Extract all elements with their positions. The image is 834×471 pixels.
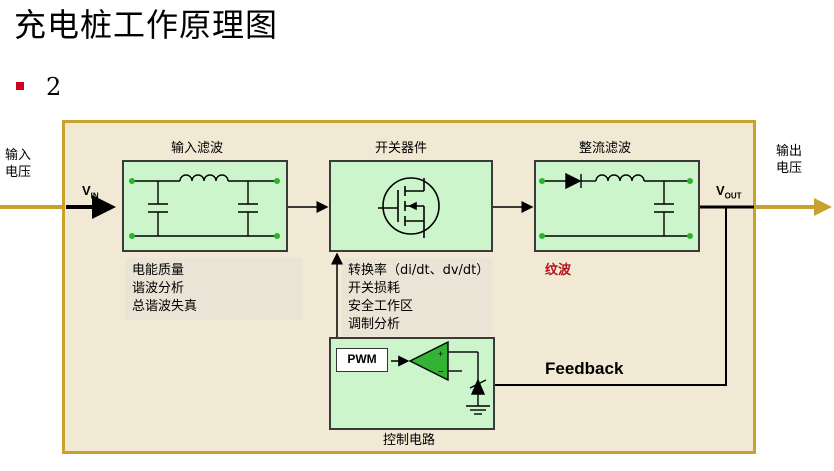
pwm-box: PWM (336, 348, 388, 372)
input-note-power-quality: 电能质量 (132, 263, 185, 278)
switch-notes-pad (342, 258, 492, 336)
output-bus-arrow (755, 198, 832, 216)
output-voltage-label-line1: 输出 (776, 144, 803, 159)
switch-note-soa: 安全工作区 (348, 299, 414, 314)
input-note-thd: 总谐波失真 (132, 299, 198, 314)
switch-note-slew-rate: 转换率（di/dt、dv/dt） (348, 263, 490, 278)
rectifier-circuit (542, 172, 690, 237)
switch-note-modulation: 调制分析 (348, 317, 401, 332)
svg-text:+: + (438, 349, 443, 359)
input-notes-pad (125, 258, 303, 320)
switch-note-switching-loss: 开关损耗 (348, 281, 401, 296)
rectifier-title: 整流滤波 (579, 141, 632, 156)
mosfet-symbol (378, 177, 440, 238)
input-voltage-label-line2: 电压 (5, 165, 32, 180)
input-filter-terminals (129, 178, 280, 239)
feedback-label: Feedback (545, 359, 624, 378)
op-amp-symbol: + − (391, 340, 462, 382)
rectifier-note-ripple: 纹波 (545, 263, 572, 278)
feedback-line (495, 207, 727, 386)
svg-text:−: − (438, 367, 444, 378)
page-title: 充电桩工作原理图 (14, 6, 279, 44)
input-filter-circuit (132, 174, 276, 237)
input-filter-title: 输入滤波 (171, 141, 224, 156)
rectifier-terminals (539, 178, 693, 239)
vin-label: VIN (82, 183, 99, 201)
output-voltage-label-line2: 电压 (776, 161, 803, 176)
bullet-marker (16, 82, 24, 90)
input-voltage-label-line1: 输入 (5, 148, 32, 163)
input-note-harmonic-analysis: 谐波分析 (132, 281, 185, 296)
bullet-text: 2 (46, 73, 62, 101)
control-title: 控制电路 (383, 433, 436, 448)
switch-title: 开关器件 (375, 141, 428, 156)
vout-label: VOUT (716, 183, 742, 201)
zener-ground-symbol (462, 351, 490, 415)
